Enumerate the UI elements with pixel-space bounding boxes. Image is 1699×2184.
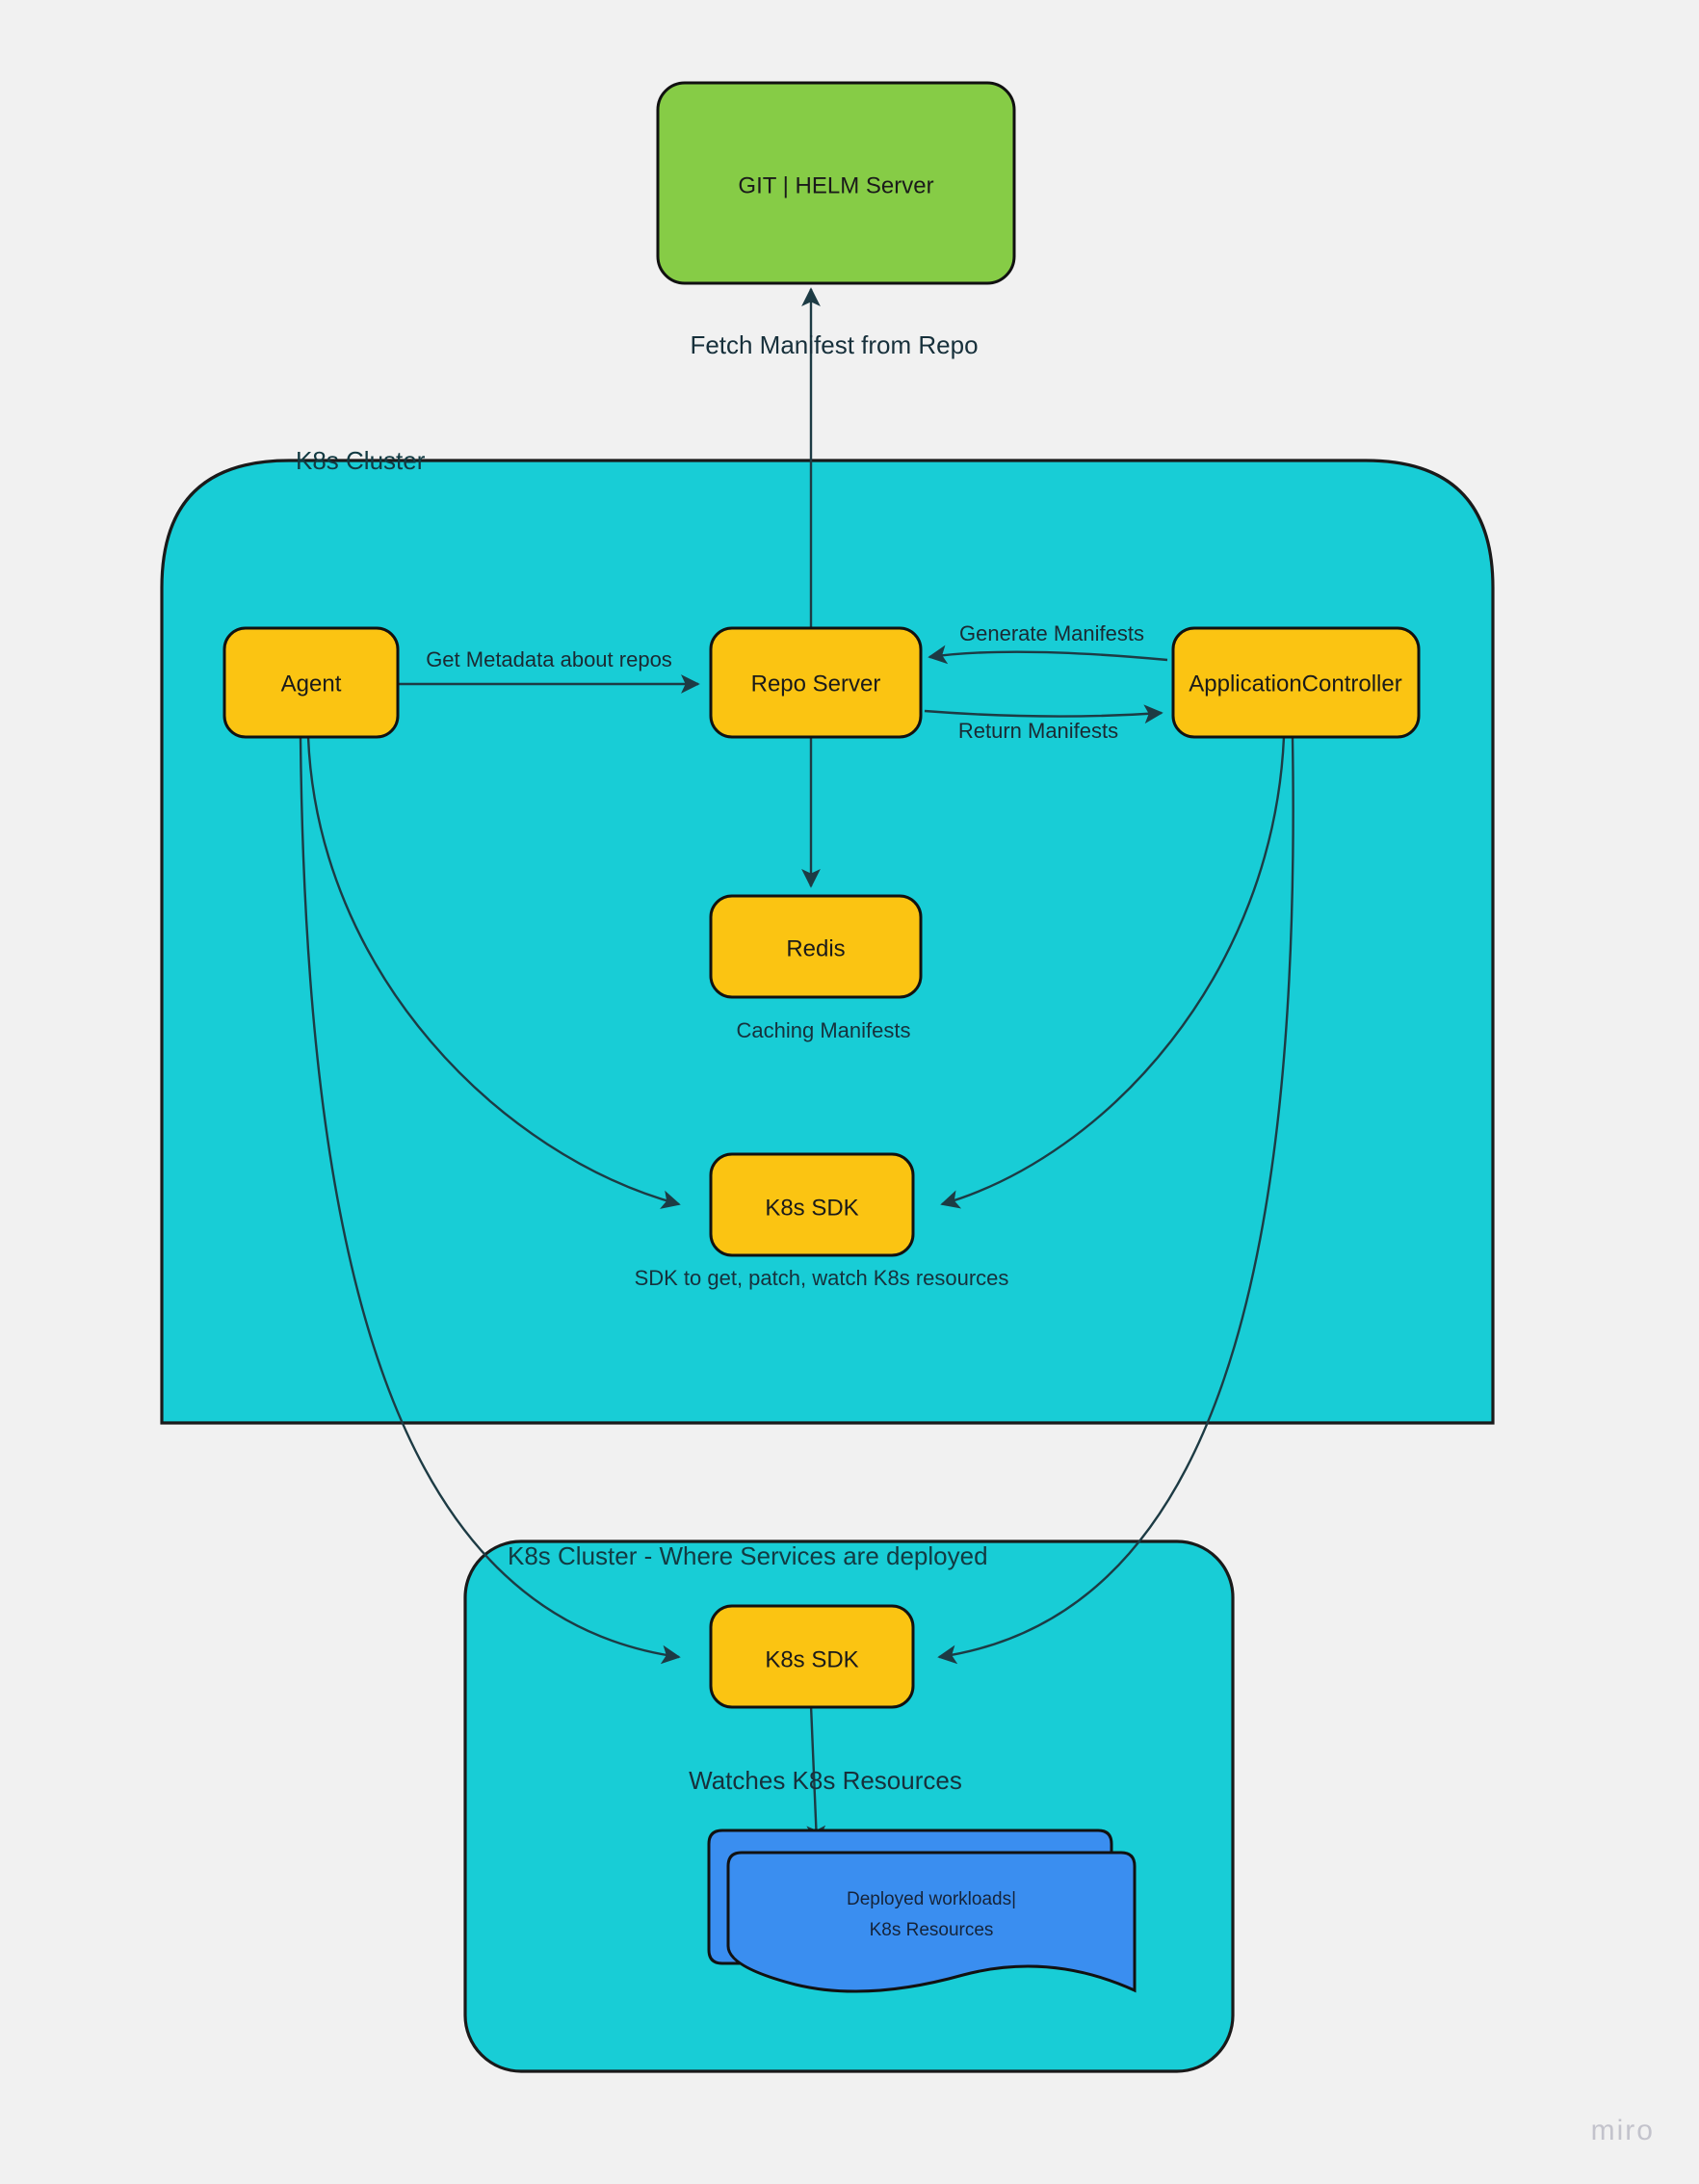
k8s-cluster-title: K8s Cluster — [296, 446, 426, 475]
git-helm-server-label: GIT | HELM Server — [738, 172, 933, 198]
caption-sdk-description: SDK to get, patch, watch K8s resources — [635, 1266, 1009, 1290]
edge-agent-to-sdk-upper — [306, 736, 681, 1209]
node-k8s-sdk-lower[interactable]: K8s SDK — [709, 1604, 915, 1709]
node-redis[interactable]: Redis — [709, 894, 923, 999]
node-agent[interactable]: Agent — [222, 626, 400, 739]
edge-label-return-manifests: Return Manifests — [958, 719, 1118, 743]
edge-appctrl-to-sdk-lower — [937, 736, 1294, 1665]
application-controller-box — [1171, 626, 1421, 739]
agent-box — [222, 626, 400, 739]
k8s-sdk-lower-box — [709, 1604, 915, 1709]
edge-label-get-metadata: Get Metadata about repos — [426, 647, 672, 671]
deployed-workloads-label-line2: K8s Resources — [870, 1920, 994, 1940]
repo-server-label: Repo Server — [751, 671, 881, 697]
deployed-workloads-label-line1: Deployed workloads| — [847, 1889, 1016, 1909]
k8s-cluster-services-title: K8s Cluster - Where Services are deploye… — [508, 1541, 988, 1570]
node-git-helm-server[interactable]: GIT | HELM Server — [656, 81, 1016, 285]
redis-box — [709, 894, 923, 999]
edge-agent-to-sdk-lower — [299, 736, 681, 1665]
edge-sdk-lower-to-workloads — [806, 1704, 826, 1845]
node-k8s-sdk-upper[interactable]: K8s SDK — [709, 1152, 915, 1257]
k8s-sdk-upper-label: K8s SDK — [765, 1195, 858, 1221]
k8s-sdk-lower-label: K8s SDK — [765, 1646, 858, 1672]
agent-label: Agent — [281, 671, 342, 697]
edge-label-generate-manifests: Generate Manifests — [959, 621, 1144, 645]
edge-repo-to-appctrl — [924, 704, 1163, 724]
k8s-sdk-upper-box — [709, 1152, 915, 1257]
miro-watermark: miro — [1591, 2115, 1655, 2146]
repo-server-box — [709, 626, 923, 739]
edge-appctrl-to-sdk-upper — [940, 736, 1286, 1209]
edges-layer — [299, 287, 1294, 1845]
deployed-workloads-front-sheet — [726, 1851, 1137, 1993]
edge-appctrl-to-repo — [928, 645, 1168, 665]
git-helm-server-box — [656, 81, 1016, 285]
node-deployed-workloads[interactable]: Deployed workloads| K8s Resources — [707, 1829, 1137, 1993]
edge-labels-layer: Fetch Manifest from Repo Get Metadata ab… — [426, 330, 1144, 743]
caption-caching-manifests: Caching Manifests — [737, 1018, 911, 1042]
redis-label: Redis — [786, 935, 845, 961]
caption-watches-k8s-resources: Watches K8s Resources — [689, 1766, 962, 1795]
node-application-controller[interactable]: ApplicationController — [1171, 626, 1421, 739]
edge-label-fetch-manifest: Fetch Manifest from Repo — [690, 330, 978, 359]
node-repo-server[interactable]: Repo Server — [709, 626, 923, 739]
application-controller-label: ApplicationController — [1189, 671, 1401, 697]
